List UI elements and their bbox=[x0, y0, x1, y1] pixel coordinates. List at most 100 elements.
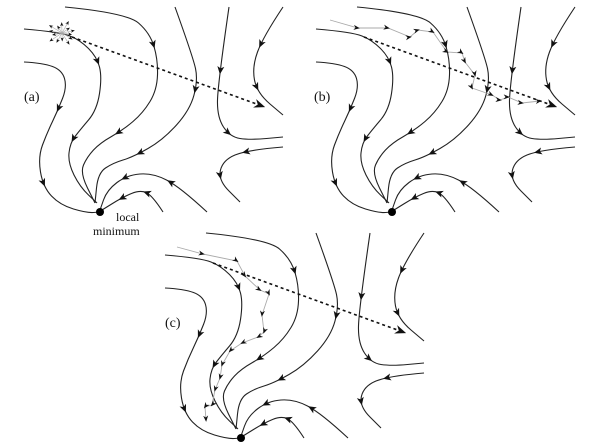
arrowhead-icon bbox=[289, 265, 297, 275]
arrowhead-icon bbox=[551, 39, 558, 48]
streamline bbox=[99, 173, 208, 213]
arrowhead-icon bbox=[333, 310, 341, 320]
streamline bbox=[23, 28, 102, 204]
arrowhead-icon bbox=[148, 39, 156, 49]
arrowhead-icon bbox=[428, 147, 438, 155]
streamline bbox=[394, 232, 425, 342]
arrowhead-icon bbox=[118, 192, 128, 200]
streamline bbox=[240, 399, 349, 439]
arrowhead-icon bbox=[435, 190, 444, 198]
arrowhead-icon bbox=[259, 39, 266, 48]
arrowhead-icon bbox=[407, 127, 416, 135]
streamline bbox=[219, 146, 284, 203]
streamline bbox=[391, 173, 500, 213]
arrowhead-icon bbox=[71, 133, 79, 143]
gradient-sample-arrow bbox=[48, 29, 63, 34]
arrowhead-icon bbox=[284, 416, 293, 424]
panel-label-a: (a) bbox=[24, 90, 40, 105]
dashed-direct-path bbox=[71, 36, 266, 108]
streamline bbox=[360, 372, 425, 429]
panel-b bbox=[315, 6, 576, 216]
gradient-sample-arrow bbox=[57, 25, 63, 34]
streamline bbox=[545, 6, 576, 116]
local-minimum-label-line2: minimum bbox=[93, 224, 140, 238]
arrowhead-icon bbox=[215, 170, 223, 180]
streamline bbox=[315, 61, 393, 214]
arrowhead-icon bbox=[121, 172, 130, 180]
streamline bbox=[357, 232, 425, 366]
arrowhead-icon bbox=[262, 398, 271, 406]
arrowhead-icon bbox=[356, 396, 364, 406]
streamline bbox=[164, 254, 243, 430]
panel-c bbox=[164, 232, 425, 442]
arrowhead-icon bbox=[507, 170, 515, 180]
streamline bbox=[253, 6, 284, 116]
arrowhead-icon bbox=[384, 56, 392, 65]
arrowhead-icon bbox=[192, 84, 200, 94]
trajectory-b bbox=[329, 19, 542, 105]
arrowhead-icon bbox=[459, 180, 468, 188]
trajectory-c bbox=[176, 246, 270, 422]
gradient-sample-arrow bbox=[52, 32, 63, 36]
arrowhead-icon bbox=[222, 127, 232, 136]
streamline bbox=[242, 416, 305, 439]
panel-a bbox=[23, 6, 284, 216]
local-minimum-point bbox=[96, 208, 104, 216]
arrowhead-icon bbox=[348, 103, 356, 112]
gradient-sample-arrow bbox=[61, 29, 75, 34]
arrowhead-icon bbox=[413, 172, 422, 180]
gradient-sample-arrow bbox=[49, 32, 63, 42]
arrowhead-icon bbox=[383, 373, 392, 381]
arrowhead-icon bbox=[38, 177, 46, 187]
arrowhead-icon bbox=[363, 133, 371, 143]
streamline bbox=[23, 61, 101, 214]
streamline bbox=[94, 6, 198, 204]
gradient-sample-arrow bbox=[48, 25, 63, 34]
streamline bbox=[393, 190, 456, 213]
streamline bbox=[101, 190, 164, 213]
arrowhead-icon bbox=[410, 192, 420, 200]
arrowhead-icon bbox=[179, 403, 187, 413]
arrowhead-icon bbox=[217, 66, 225, 75]
streamline bbox=[511, 146, 576, 203]
arrowhead-icon bbox=[259, 418, 269, 426]
arrowhead-icon bbox=[242, 147, 251, 155]
dashed-direct-path bbox=[212, 262, 407, 334]
arrowhead-icon bbox=[197, 329, 205, 338]
arrowhead-icon bbox=[136, 147, 146, 155]
gradient-sample-arrow bbox=[61, 32, 73, 40]
arrowhead-icon bbox=[308, 406, 317, 414]
streamline bbox=[508, 6, 576, 140]
local-minimum-label-line1: local bbox=[116, 210, 140, 224]
streamline bbox=[216, 6, 284, 140]
arrowhead-icon bbox=[330, 177, 338, 187]
arrowhead-icon bbox=[143, 190, 152, 198]
arrowhead-icon bbox=[277, 373, 287, 381]
arrowhead-icon bbox=[115, 127, 124, 135]
local-minimum-point bbox=[388, 208, 396, 216]
arrowhead-icon bbox=[358, 292, 366, 301]
arrowhead-icon bbox=[534, 147, 543, 155]
arrowhead-icon bbox=[392, 307, 400, 317]
arrowhead-icon bbox=[543, 81, 551, 91]
arrowhead-icon bbox=[167, 180, 176, 188]
arrowhead-icon bbox=[56, 103, 64, 112]
panel-label-b: (b) bbox=[314, 90, 331, 105]
streamline bbox=[315, 28, 394, 204]
arrowhead-icon bbox=[233, 282, 241, 291]
gradient-sample-arrow bbox=[61, 32, 70, 45]
arrowhead-icon bbox=[212, 359, 220, 369]
streamline bbox=[64, 6, 159, 204]
arrowhead-icon bbox=[514, 127, 524, 136]
arrowhead-icon bbox=[363, 353, 373, 362]
arrowhead-icon bbox=[400, 265, 407, 274]
arrowhead-icon bbox=[256, 353, 265, 361]
local-minimum-point bbox=[237, 434, 245, 442]
arrowhead-icon bbox=[251, 81, 259, 91]
arrowhead-icon bbox=[92, 56, 100, 65]
gradient-sample-arrow bbox=[61, 32, 73, 36]
gradient-sample-arrow bbox=[56, 32, 63, 43]
gradient-sample-arrow bbox=[61, 20, 69, 34]
